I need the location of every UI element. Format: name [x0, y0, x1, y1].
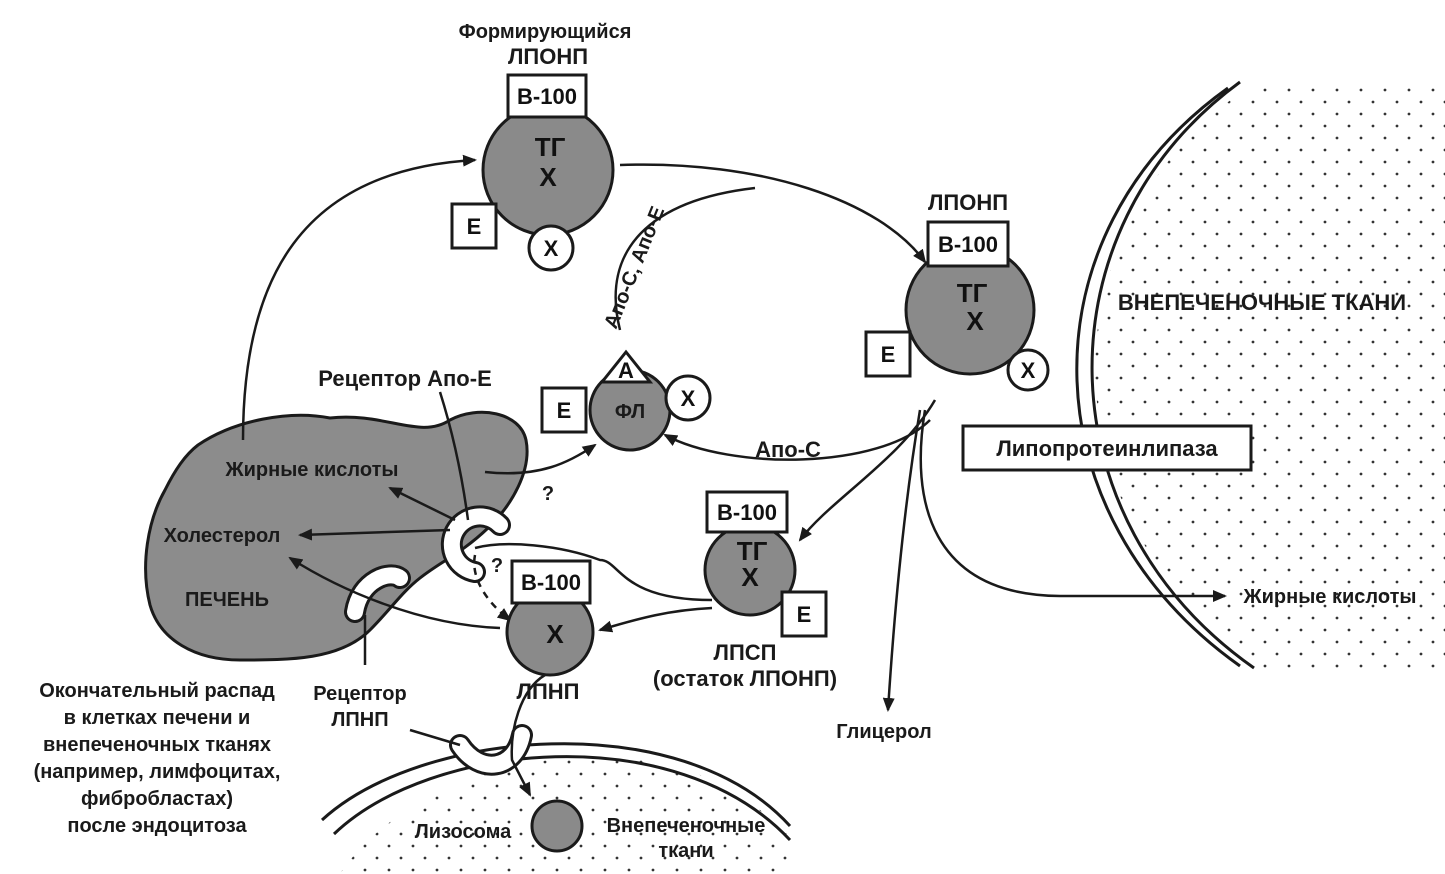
apo-e-receptor-label: Рецептор Апо-Е [318, 366, 492, 391]
ldl-receptor-label-1: Рецептор [313, 683, 406, 705]
idl-b100-label: B-100 [717, 500, 777, 525]
liver-fatty-acids-label: Жирные кислоты [225, 459, 399, 481]
ldl-title: ЛПНП [517, 679, 580, 704]
ldl-receptor-liver-inner [347, 567, 408, 620]
vldl-b100-box [926, 220, 1010, 268]
extrahepatic-bottom-label-2: ткани [658, 840, 713, 862]
lysosome-label: Лизосома [415, 821, 512, 843]
cholesterol-label: Холестерол [164, 525, 281, 547]
line-ldl-extrahepatic-label [409, 728, 461, 747]
question-mark-2: ? [491, 555, 503, 577]
arrow-forming-to-vldl [619, 163, 927, 264]
idl-apo-e: E [797, 602, 812, 627]
idl-apo-e-box [780, 590, 828, 638]
forming-vldl-b100-label: B-100 [517, 84, 577, 109]
lipoprotein-lipase-box [961, 424, 1253, 472]
arrow-to-idl [798, 399, 937, 542]
forming-vldl-apo-e: E [467, 214, 482, 239]
arrow-ldl-to-cholesterol [288, 556, 501, 630]
vldl-tg: ТГ [957, 278, 988, 308]
hdl-apo-e-box [540, 386, 588, 434]
tissue-fatty-acids-label: Жирные кислоты [1243, 586, 1417, 608]
lipoprotein-lipase-label: Липопротеинлипаза [996, 436, 1218, 461]
apo-e-receptor-inner [443, 508, 508, 580]
vldl-x: X [1021, 358, 1036, 383]
arrow-to-fatty-acids-tissue [919, 409, 1227, 602]
idl-title-1: ЛПСП [714, 640, 777, 665]
final-breakdown-line-3: внепеченочных тканях [43, 734, 271, 756]
idl-tg: ТГ [737, 536, 768, 566]
extrahepatic-bottom-label-1: Внепеченочные [607, 815, 766, 837]
extrahepatic-tissue-right [1075, 73, 1445, 681]
pathway-arrows [241, 154, 1227, 797]
ldl-b100-box [510, 559, 592, 605]
vldl-particle: B-100 ТГ Х E X [864, 220, 1050, 392]
line-apo-e-receptor-label [438, 391, 470, 521]
arrow-vldl-to-hdl-apo-c [663, 419, 931, 461]
apo-c-apo-e-label: Апо-С, Апо-Е [600, 203, 669, 332]
vldl-title: ЛПОНП [928, 190, 1008, 215]
hdl-x-circle [664, 374, 712, 422]
vldl-apo-e: E [881, 342, 896, 367]
final-breakdown-line-2: в клетках печени и [64, 707, 251, 729]
arrow-idl-to-receptor [474, 542, 713, 602]
extrahepatic-tissues-label: ВНЕПЕЧЕНОЧНЫЕ ТКАНИ [1118, 290, 1406, 315]
vldl-chol: Х [966, 306, 984, 336]
arrow-liver-to-forming-vldl [241, 154, 477, 441]
forming-vldl-tg: ТГ [535, 132, 566, 162]
dashed-receptor-to-ldl [472, 554, 512, 622]
arc-apo-c-apo-e [614, 186, 756, 331]
arrow-receptor-to-fa [388, 486, 456, 522]
glycerol-label: Глицерол [836, 721, 931, 743]
arrow-to-glycerol [882, 409, 922, 712]
apo-c-label: Апо-С [755, 437, 821, 462]
arrow-liver-fa-to-hdl [484, 443, 597, 475]
forming-vldl-x: X [544, 236, 559, 261]
arrow-ldl-to-lysosome [510, 673, 546, 797]
vldl-b100-label: B-100 [938, 232, 998, 257]
hdl-apo-a-triangle [598, 349, 654, 384]
forming-vldl-particle: B-100 ТГ Х E X [450, 73, 615, 272]
ldl-chol: Х [546, 619, 564, 649]
liver-shape [144, 410, 529, 662]
lysosome [530, 799, 584, 853]
idl-b100-box [705, 490, 789, 534]
liver-label: ПЕЧЕНЬ [185, 589, 269, 611]
ldl-receptor-extrahepatic-inner [452, 727, 530, 773]
forming-vldl-b100-box [506, 73, 588, 119]
forming-vldl-apo-e-box [450, 202, 498, 250]
idl-title-2: (остаток ЛПОНП) [653, 666, 837, 691]
final-breakdown-line-5: фибробластах) [81, 788, 233, 810]
ldl-receptor-label-2: ЛПНП [331, 709, 388, 731]
ldl-particle: B-100 Х [505, 559, 595, 677]
arrow-idl-to-ldl [598, 606, 713, 633]
idl-chol: Х [741, 562, 759, 592]
hdl-x: X [681, 386, 696, 411]
forming-vldl-chol: Х [539, 162, 557, 192]
ldl-b100-label: B-100 [521, 570, 581, 595]
hdl-apo-e: E [557, 398, 572, 423]
final-breakdown-line-6: после эндоцитоза [67, 815, 247, 837]
idl-particle: B-100 ТГ Х E [703, 490, 828, 638]
final-breakdown-line-4: (например, лимфоцитах, [34, 761, 281, 783]
forming-vldl-x-circle [527, 224, 575, 272]
arrow-receptor-to-cholesterol [298, 528, 451, 541]
forming-vldl-title-2: ЛПОНП [508, 44, 588, 69]
hdl-phospholipid: ФЛ [615, 401, 645, 423]
vldl-apo-e-box [864, 330, 912, 378]
vldl-x-circle [1006, 348, 1050, 392]
final-breakdown-label: Окончательный распад в клетках печени и … [34, 680, 281, 837]
forming-vldl-title-1: Формирующийся [459, 21, 632, 43]
hdl-particle: A ФЛ E X [540, 349, 712, 452]
question-mark-1: ? [542, 483, 554, 505]
final-breakdown-line-1: Окончательный распад [39, 680, 275, 702]
hdl-apo-a: A [618, 358, 634, 383]
